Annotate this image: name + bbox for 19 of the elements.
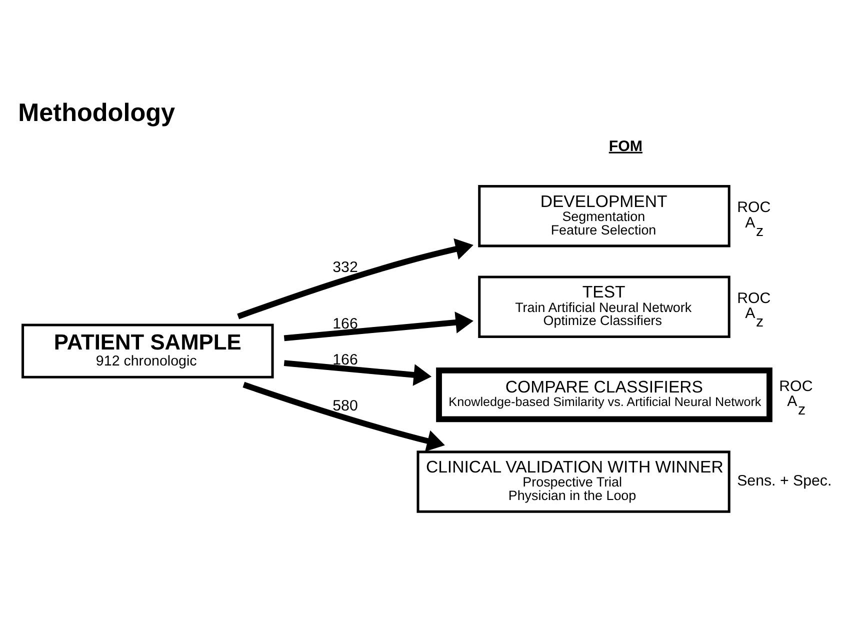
arrow (237, 238, 474, 319)
arrow (284, 360, 432, 386)
node-label: ROC (737, 290, 771, 307)
node-box: CLINICAL VALIDATION WITH WINNER Prospective Trial Physician in the Loop (416, 450, 730, 512)
diagram-title: Methodology (18, 98, 176, 127)
arrow (284, 311, 474, 341)
arrow (242, 381, 445, 452)
node-box: PATIENT SAMPLE 912 chronologic (22, 323, 274, 378)
node-box: DEVELOPMENT Segmentation Feature Selection (478, 184, 730, 247)
edge-label: 580 (332, 397, 358, 414)
node-label: ROC (737, 198, 771, 216)
node-box: TEST Train Artificial Neural Network Optimize Classifiers (478, 275, 730, 338)
edge-label: 332 (332, 258, 358, 276)
edge-label: 166 (332, 314, 358, 332)
node-label: ROC (779, 377, 813, 394)
label: FOM (608, 137, 642, 154)
edge-label: 166 (332, 350, 358, 368)
node-box: COMPARE CLASSIFIERS Knowledge-based Similarity vs. Artificial Neural Network (436, 366, 772, 422)
node-label: Sens. + Spec. (737, 472, 832, 489)
